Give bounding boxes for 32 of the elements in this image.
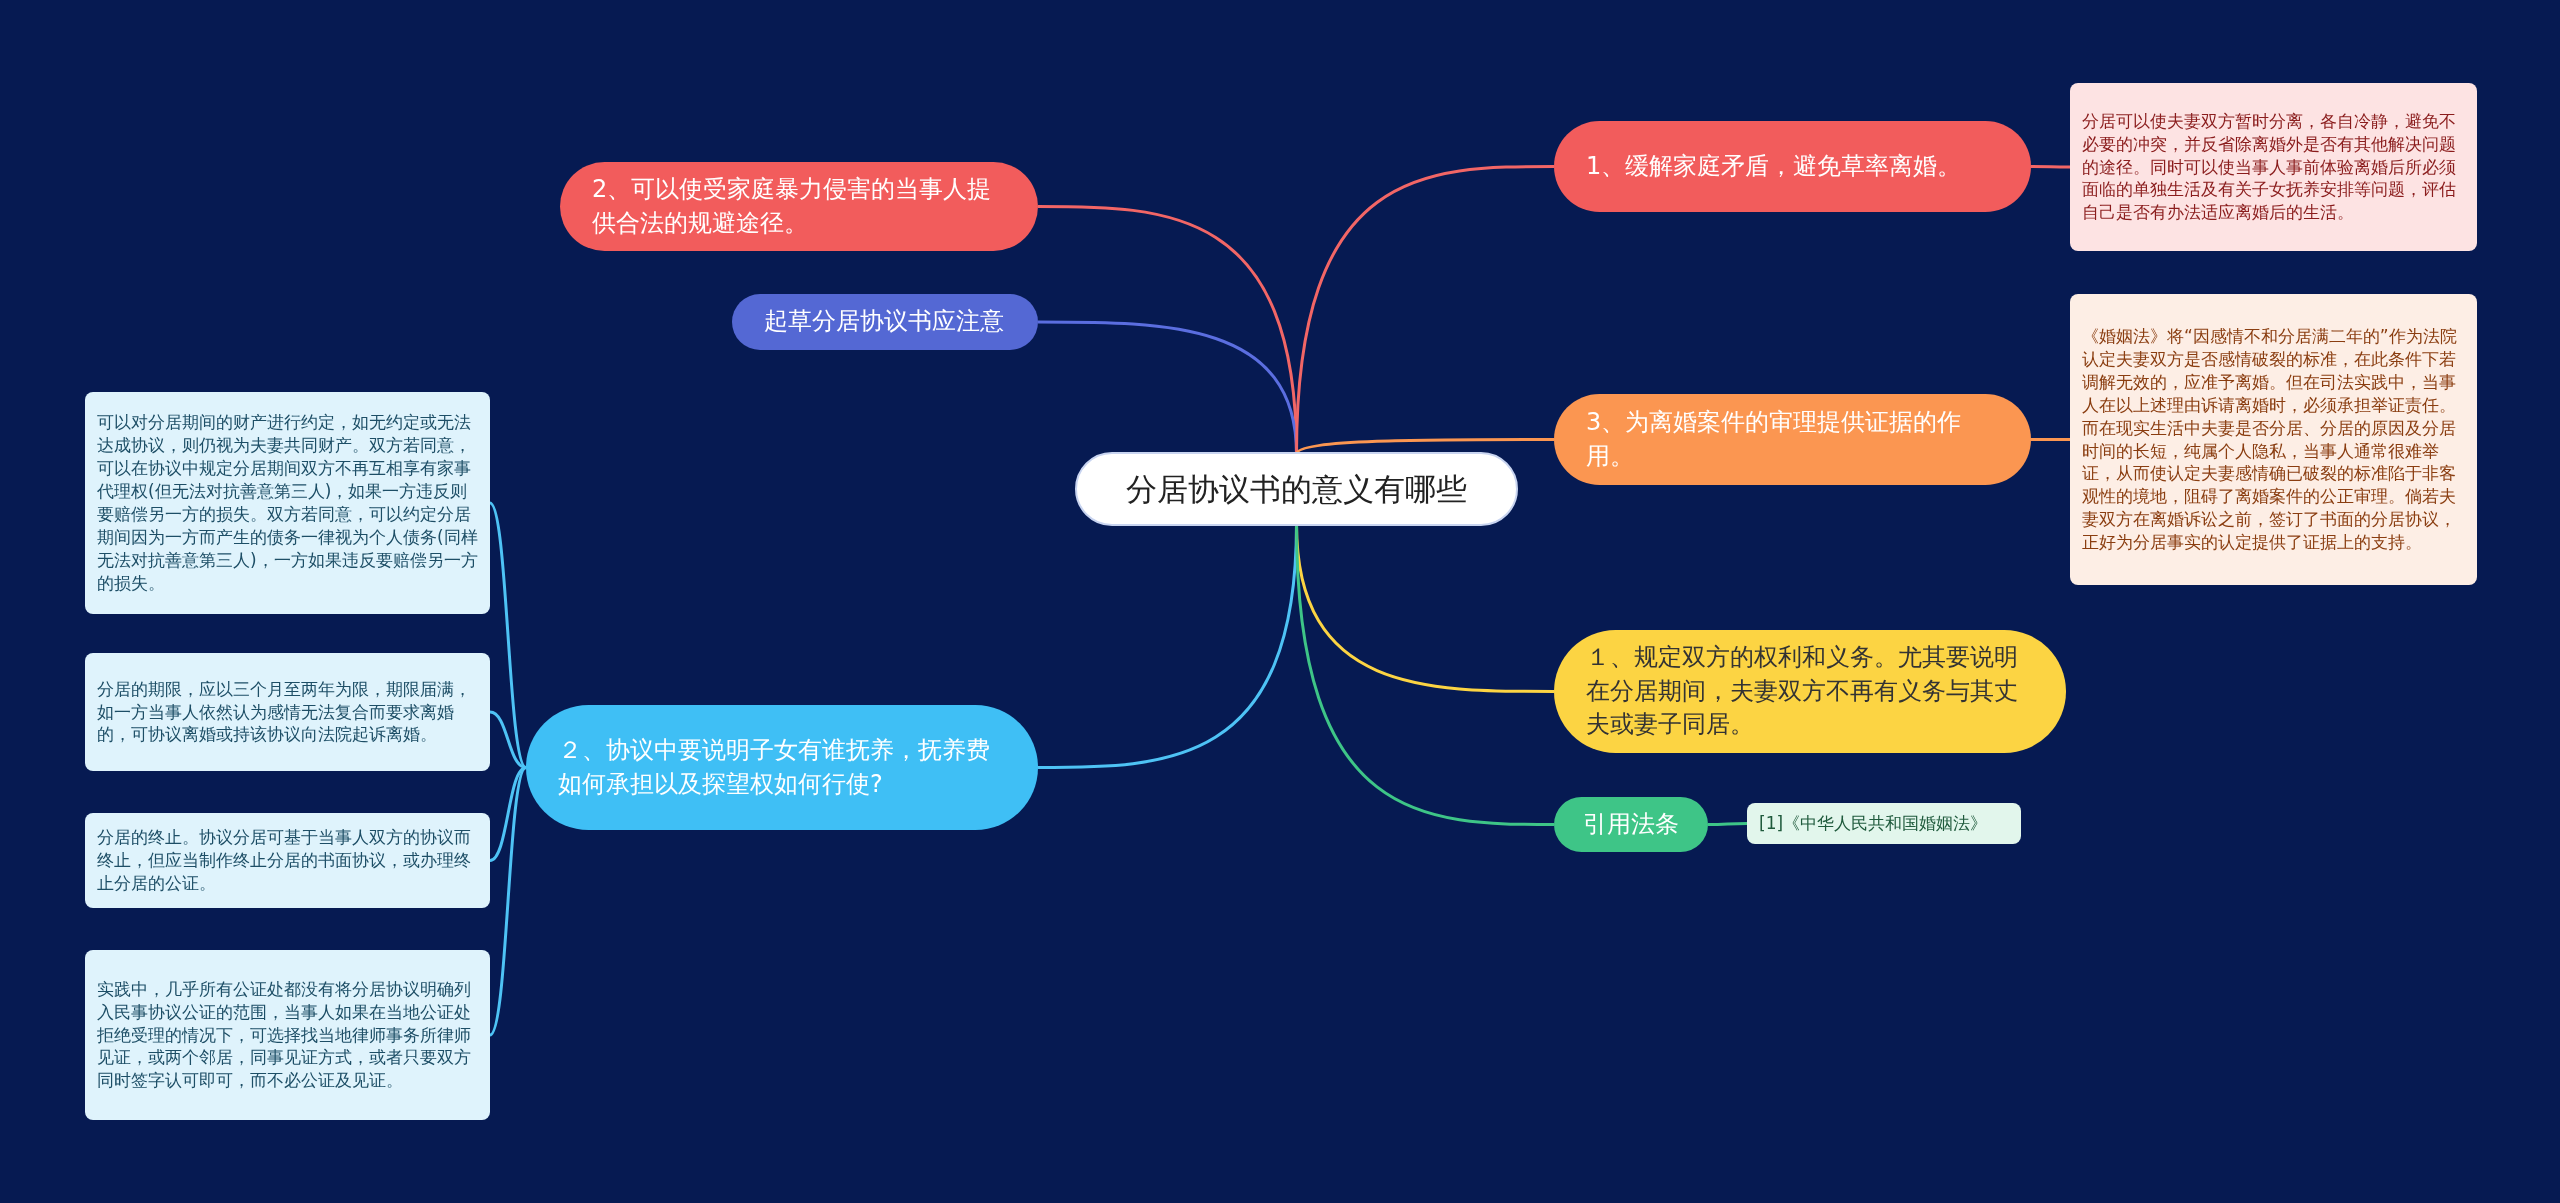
node-text: 引用法条 [1583,808,1679,840]
node-text: 《婚姻法》将“因感情不和分居满二年的”作为法院认定夫妻双方是否感情破裂的标准，在此条件下若调解无效的，应准予离婚。但在司法实践中，当事人在以上述理由诉请离婚时，必须承担举证责任。而在现实生活中夫妻是否分居、分居的原因及分居时间的长短，纯属个人隐私，当事人通常很难举证，从而使认定夫妻感情确已破裂的标准陷于非客观性的境地，阻碍了离婚案件的公正审理。倘若夫妻双方在离婚诉讼之前，签订了书面的分居协议，正好为分居事实的认定提供了证据上的支持。 [2082,324,2458,555]
connector-line [2031,438,2070,441]
node-text: 分居的终止。协议分居可基于当事人双方的协议而终止，但应当制作终止分居的书面协议，或办理终止分居的公证。 [97,826,472,895]
node-text: 分居的期限，应以三个月至两年为限，期限届满，如一方当事人依然认为感情无法复合而要求离婚的，可协议离婚或持该协议向法院起诉离婚。 [97,677,472,747]
detail-card [85,392,490,614]
branch-topic [1554,797,1708,852]
connector-line [489,766,527,862]
node-text: 分居协议书的意义有哪些 [1125,469,1468,509]
detail-card [1747,803,2021,844]
detail-card [2070,294,2477,585]
connector-line [2031,165,2070,169]
node-text: 3、为离婚案件的审理提供证据的作用。 [1586,406,1963,472]
node-text: [1]《中华人民共和国婚姻法》 [1759,812,1989,835]
node-text: 2、可以使受家庭暴力侵害的当事人提供合法的规避途径。 [592,173,993,239]
detail-card [85,813,490,908]
node-text: １、规定双方的权利和义务。尤其要说明在分居期间，夫妻双方不再有义务与其丈夫或妻子同居。 [1586,642,2019,741]
branch-topic [732,294,1038,350]
detail-card [85,950,490,1120]
connector-line [488,766,528,1036]
connector-line [1295,165,1554,455]
node-text: 实践中，几乎所有公证处都没有将分居协议明确列入民事协议公证的范围，当事人如果在当地公证处拒绝受理的情况下，可选择找当地律师事务所律师见证，或两个邻居，同事见证方式，或者只要双方同时签字认可即可，而不必公证及见证。 [97,977,472,1093]
node-text: 1、缓解家庭矛盾，避免草率离婚。 [1586,150,1963,182]
detail-card [85,653,490,771]
node-text: 分居可以使夫妻双方暂时分离，各自冷静，避免不必要的冲突，并反省除离婚外是否有其他解决问题的途径。同时可以使当事人事前体验离婚后所必须面临的单独生活及有关子女抚养安排等问题，评估自己是否有办法适应离婚后的生活。 [2082,109,2457,225]
node-text: 起草分居协议书应注意 [764,306,1005,338]
detail-card [2070,83,2477,251]
connector-line [488,502,528,769]
node-text: 可以对分居期间的财产进行约定，如无约定或无法达成协议，则仍视为夫妻共同财产。双方若同意，可以在协议中规定分居期间双方不再互相享有家事代理权(但无法对抗善意第三人)，如果一方违反则要赔偿另一方的损失。双方若同意，可以约定分居期间因为一方而产生的债务一律视为个人债务(同样无法对抗善意第三人)，一方如果违反要赔偿另一方的损失。 [97,411,478,595]
connector-line [1708,822,1747,826]
connector-line [1295,438,1554,455]
node-text: ２、协议中要说明子女有谁抚养，抚养费如何承担以及探望权如何行使? [558,734,991,800]
